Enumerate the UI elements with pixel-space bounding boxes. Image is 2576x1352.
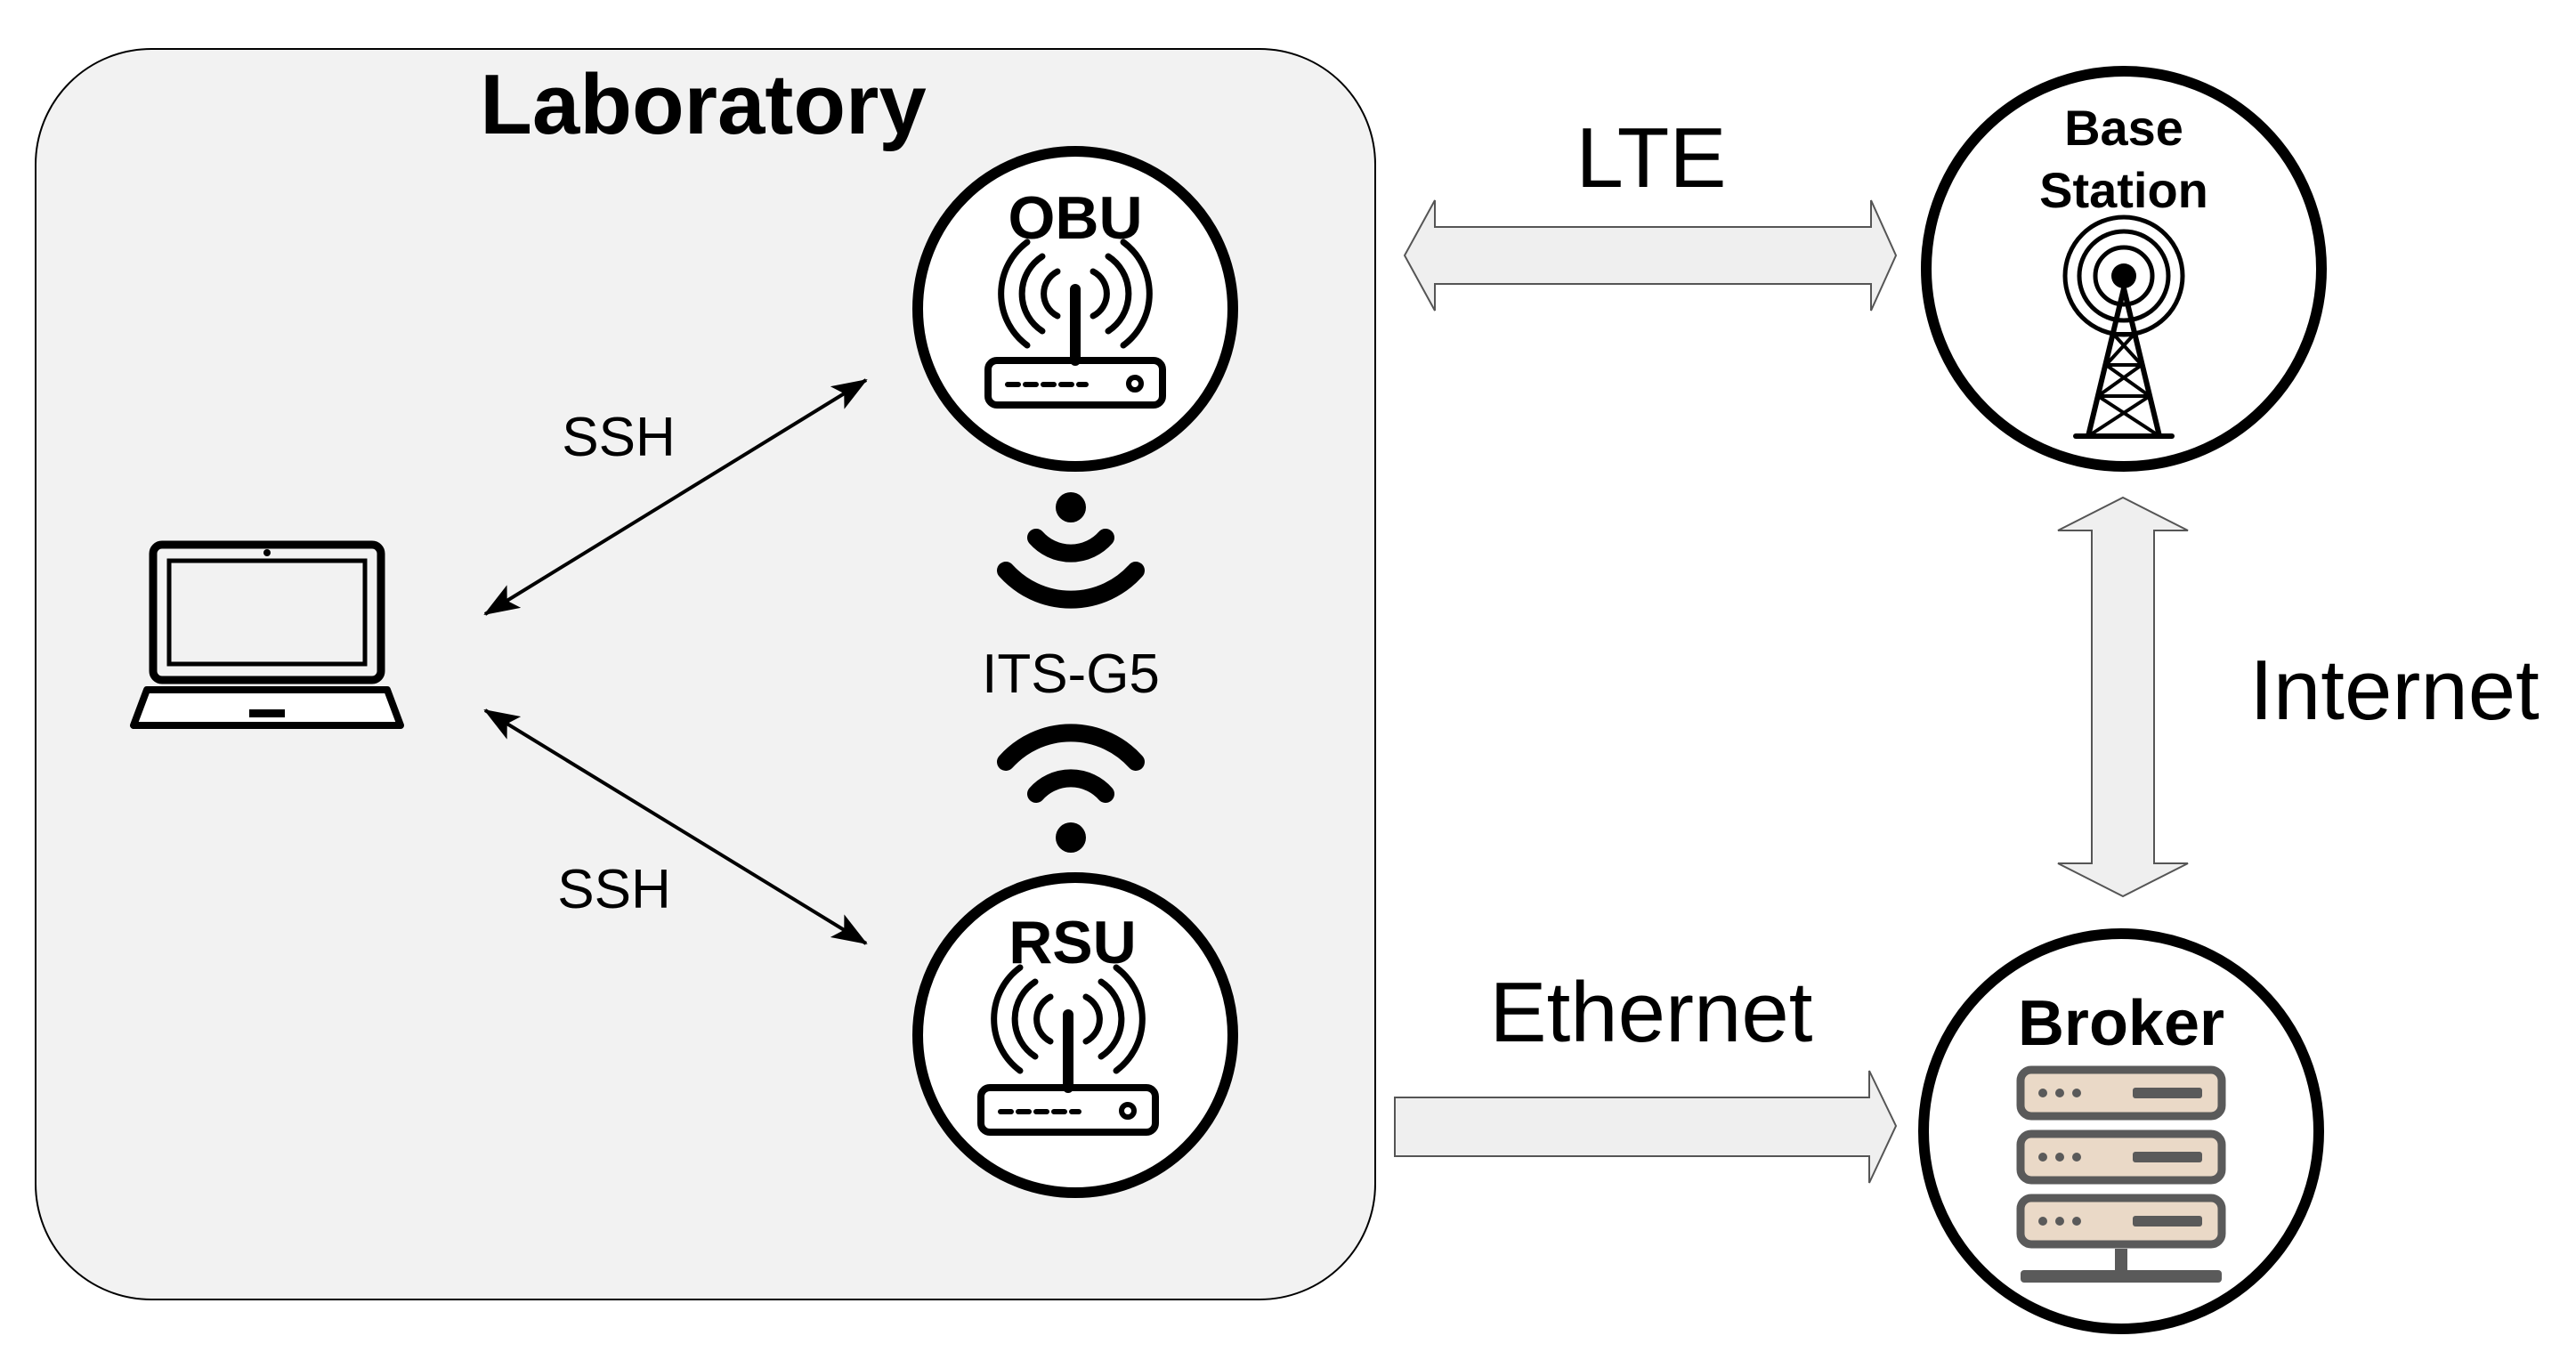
internet-label: Internet	[2249, 643, 2540, 738]
ssh-top-label: SSH	[562, 407, 675, 468]
lte-label: LTE	[1576, 110, 1727, 206]
obu-node: OBU	[912, 146, 1238, 472]
ethernet-label: Ethernet	[1490, 965, 1813, 1060]
rsu-node: RSU	[912, 872, 1238, 1198]
broker-label: Broker	[2018, 988, 2224, 1059]
lte-arrow	[1403, 199, 1898, 312]
ssh-bottom-label: SSH	[557, 859, 670, 920]
obu-label: OBU	[1008, 184, 1142, 252]
cell-tower-icon	[2062, 215, 2185, 439]
router-icon	[977, 964, 1159, 1136]
ssh-top-arrow	[483, 378, 868, 616]
ethernet-arrow	[1394, 1070, 1898, 1184]
its-g5-label: ITS-G5	[982, 644, 1160, 705]
server-rack-icon	[2016, 1065, 2226, 1283]
base-station-node: Base Station	[1921, 66, 2327, 472]
base-station-label-line2: Station	[2039, 162, 2208, 218]
broker-node: Broker	[1918, 928, 2324, 1334]
router-icon	[984, 239, 1166, 409]
laboratory-title: Laboratory	[480, 57, 926, 152]
ssh-bottom-arrow	[483, 708, 868, 945]
wifi-down-icon	[997, 492, 1145, 609]
laptop-icon	[130, 540, 404, 729]
base-station-label-line1: Base	[2064, 100, 2183, 156]
wifi-up-icon	[997, 724, 1145, 853]
internet-arrow	[2057, 496, 2189, 898]
